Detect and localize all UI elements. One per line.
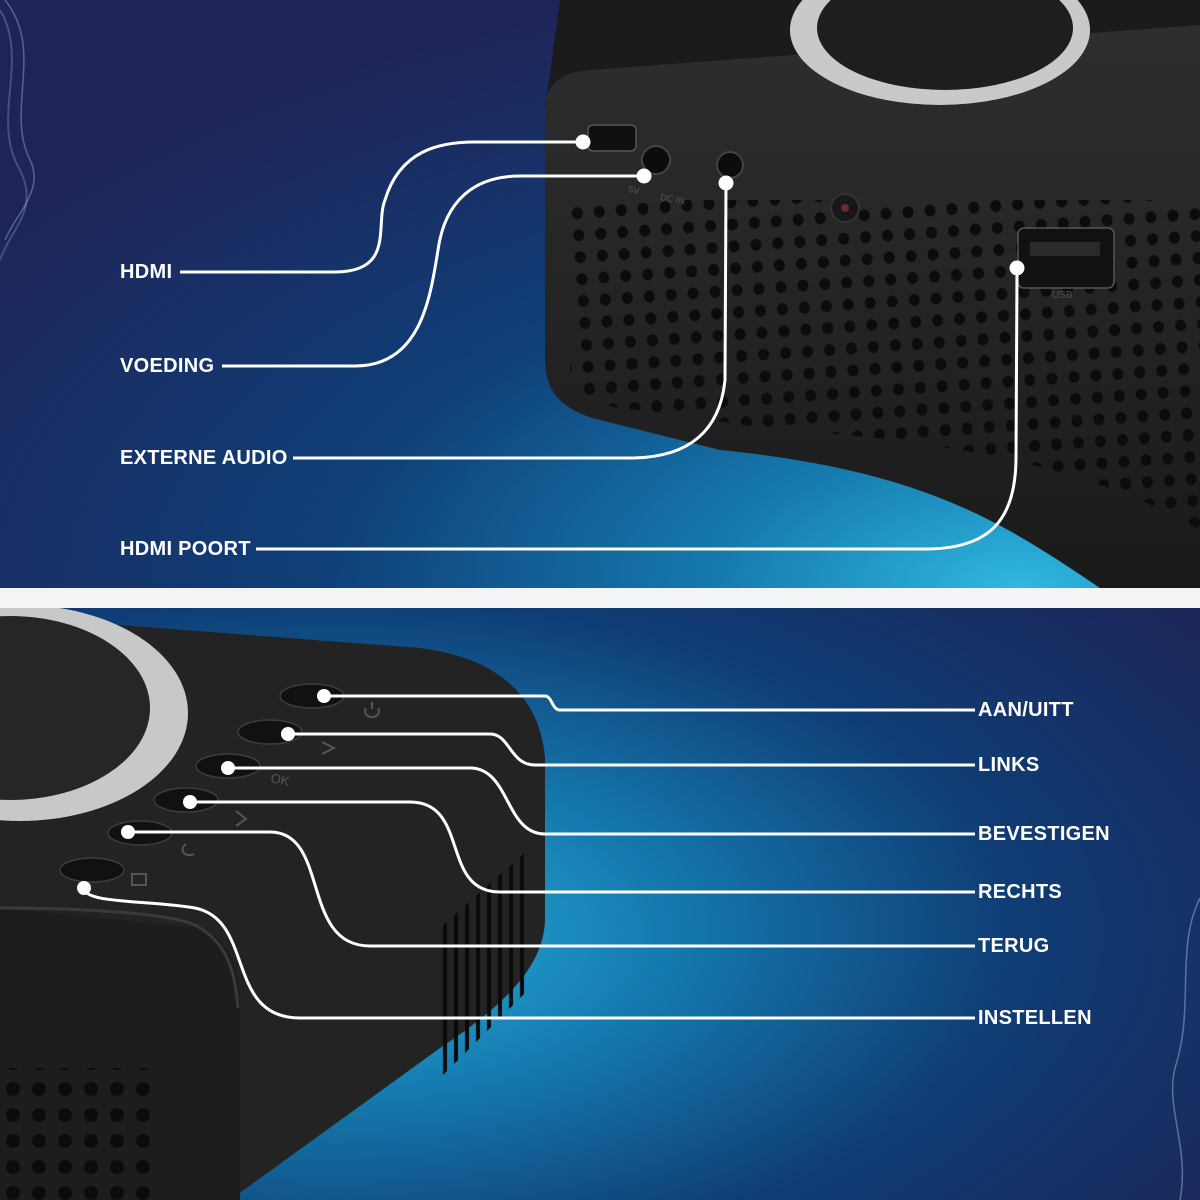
dot-links [281, 727, 295, 741]
dot-instellen [77, 881, 91, 895]
label-rechts: RECHTS [978, 881, 1063, 903]
buttons-panel: OK AAN/UITT LINKS BEVESTIGEN RECHTS [0, 608, 1200, 1200]
callout-hdmi [180, 140, 583, 274]
label-voeding: VOEDING [120, 355, 215, 377]
callout-terug [128, 830, 975, 948]
callout-lines [82, 694, 975, 1020]
callout-bevestigen [228, 766, 975, 836]
callout-links [288, 732, 975, 767]
dc-power-port [641, 145, 671, 175]
dot-voeding [636, 168, 652, 184]
callout-dots [575, 134, 1025, 276]
speaker-grille [0, 1068, 160, 1200]
callout-hdmi-poort [256, 267, 1019, 551]
back-icon [181, 843, 195, 856]
label-hdmi-poort: HDMI POORT [120, 538, 251, 560]
dot-aan-uitt [317, 689, 331, 703]
callout-externe-audio [293, 182, 728, 460]
dot-hdmi [575, 134, 591, 150]
chevron-right-icon [235, 810, 248, 827]
ok-marking: OK [269, 770, 291, 789]
panel-divider [0, 588, 1200, 608]
dot-terug [121, 825, 135, 839]
label-externe-audio: EXTERNE AUDIO [120, 447, 288, 469]
audio-jack [716, 151, 744, 179]
buttons-illustration: OK [0, 608, 1200, 1200]
label-links: LINKS [978, 754, 1040, 776]
callout-dots [77, 689, 331, 895]
callout-aan-uitt [324, 694, 975, 712]
label-hdmi: HDMI [120, 261, 173, 283]
hdmi-port [587, 124, 637, 152]
dot-bevestigen [221, 761, 235, 775]
settings-button [59, 857, 125, 883]
label-aan-uitt: AAN/UITT [978, 699, 1074, 721]
settings-icon [131, 873, 147, 886]
callout-voeding [222, 174, 644, 368]
voltage-marking: 5V [628, 184, 641, 196]
ports-illustration: USB DC IN 5V [0, 0, 1200, 588]
side-button [1167, 135, 1200, 155]
usb-port [1017, 227, 1115, 289]
callout-instellen [82, 887, 975, 1020]
label-instellen: INSTELLEN [978, 1007, 1092, 1029]
label-terug: TERUG [978, 935, 1050, 957]
smoke-wisp [0, 9, 28, 261]
dot-rechts [183, 795, 197, 809]
ports-panel: USB DC IN 5V HDMI VOEDING EXTERNE AUDIO … [0, 0, 1200, 588]
callout-rechts [190, 800, 975, 894]
power-icon [364, 707, 380, 719]
dot-audio [718, 175, 734, 191]
dot-hdmi-poort [1009, 260, 1025, 276]
label-bevestigen: BEVESTIGEN [978, 823, 1110, 845]
callout-lines [180, 140, 1019, 551]
button-icons [131, 702, 380, 886]
chevron-left-icon [321, 741, 337, 755]
side-vents [440, 848, 530, 1078]
usb-marking: USB [1052, 290, 1073, 301]
smoke-wisp [1171, 897, 1200, 1200]
dc-marking: DC IN [660, 192, 686, 206]
